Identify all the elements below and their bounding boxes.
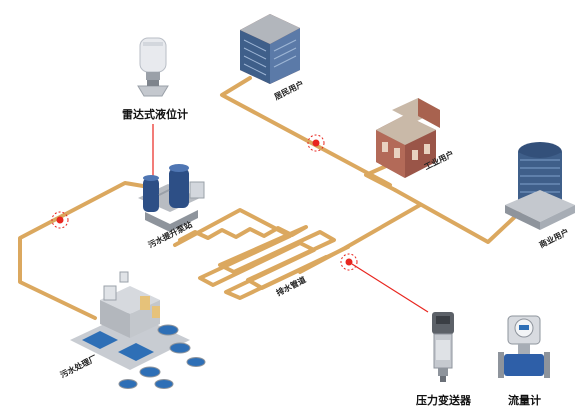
flow-meter-label: 流量计 xyxy=(508,393,541,407)
pipe-serpentine-2 xyxy=(173,208,328,300)
monitoring-marker-residential[interactable] xyxy=(307,134,325,152)
sewage-treatment-plant-label: 污水处理厂 xyxy=(58,353,98,380)
radar-level-sensor-icon xyxy=(137,37,169,97)
commercial-tower-icon xyxy=(505,142,575,230)
pressure-transmitter-icon xyxy=(432,312,454,382)
pressure-transmitter-label: 压力变送器 xyxy=(416,393,472,407)
lift-pump-station-icon xyxy=(138,164,205,232)
monitoring-marker-trunk[interactable] xyxy=(340,253,358,271)
pipe-commercial xyxy=(393,188,522,244)
pipe-left-loop xyxy=(18,181,145,320)
pressure-callout-line xyxy=(351,263,429,313)
commercial-user-label: 商业用户 xyxy=(537,226,570,249)
monitoring-marker-left[interactable] xyxy=(51,211,69,229)
residential-user-label: 居民用户 xyxy=(272,78,305,101)
pipe-residential xyxy=(220,76,392,187)
industrial-building-icon xyxy=(376,98,440,178)
radar-level-meter-label: 雷达式液位计 xyxy=(122,107,188,121)
electromagnetic-flow-meter-icon xyxy=(498,315,550,378)
sewage-treatment-plant-icon xyxy=(70,271,206,389)
residential-building-icon xyxy=(240,14,300,84)
pipe-network xyxy=(18,76,522,320)
